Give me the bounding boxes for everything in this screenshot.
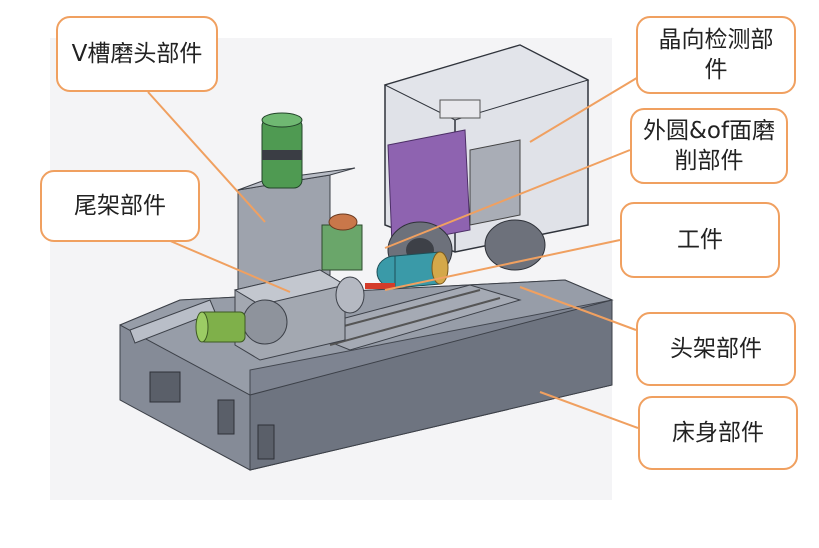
leader-tailstock — [167, 239, 291, 293]
workpiece-assembly — [321, 213, 449, 289]
callout-od-of-grinding: 外圆&of面磨削部件 — [630, 108, 788, 184]
callout-workpiece: 工件 — [620, 202, 780, 278]
leader-bed — [539, 391, 639, 429]
callout-label: 外圆&of面磨削部件 — [642, 118, 776, 174]
callout-label: 头架部件 — [670, 336, 762, 362]
callout-machine-bed: 床身部件 — [638, 396, 798, 470]
v-groove-head-body — [237, 112, 356, 291]
callout-label: 床身部件 — [672, 420, 764, 446]
guide-rails — [298, 284, 522, 351]
tailstock-body — [195, 269, 365, 361]
callout-label: 尾架部件 — [74, 193, 166, 219]
callout-label: 晶向检测部件 — [658, 27, 774, 83]
leader-lines — [147, 69, 651, 429]
callout-v-groove-grinding-head: V槽磨头部件 — [56, 16, 218, 92]
callout-tailstock: 尾架部件 — [40, 170, 200, 242]
leader-detection — [529, 69, 651, 143]
detection-enclosure — [383, 44, 590, 253]
leader-v-groove — [147, 91, 266, 223]
leader-headstock — [519, 286, 637, 331]
leader-workpiece — [384, 239, 621, 291]
callout-headstock: 头架部件 — [636, 312, 796, 386]
callout-crystal-orientation-detection: 晶向检测部件 — [636, 16, 796, 94]
leader-od-of — [384, 149, 631, 249]
callout-label: 工件 — [677, 227, 723, 253]
callout-label: V槽磨头部件 — [71, 41, 203, 67]
